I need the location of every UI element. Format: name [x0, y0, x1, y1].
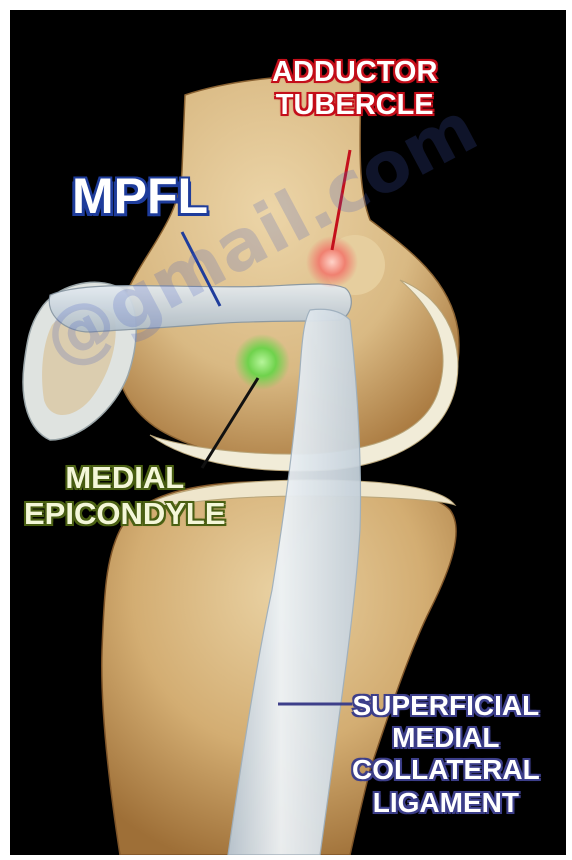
- adductor-tubercle-label-line-1: ADDUCTOR: [272, 56, 437, 89]
- superficial-mcl-label: SUPERFICIAL MEDIAL COLLATERAL LIGAMENT: [352, 690, 540, 819]
- superficial-mcl-label-line-3: COLLATERAL: [352, 754, 540, 786]
- superficial-mcl-label-line-1: SUPERFICIAL: [352, 690, 540, 722]
- medial-epicondyle-marker: [234, 334, 290, 390]
- illustration-frame: @gmail.com ADDUCTOR TUBERCLE MPFL MEDIAL…: [10, 10, 566, 855]
- superficial-mcl-label-line-2: MEDIAL: [352, 722, 540, 754]
- adductor-tubercle-label: ADDUCTOR TUBERCLE: [272, 56, 437, 123]
- adductor-tubercle-label-line-2: TUBERCLE: [272, 89, 437, 122]
- medial-epicondyle-label-line-2: EPICONDYLE: [24, 496, 226, 532]
- superficial-mcl-label-line-4: LIGAMENT: [352, 787, 540, 819]
- mpfl-label: MPFL: [72, 168, 208, 226]
- medial-epicondyle-label-line-1: MEDIAL: [24, 460, 226, 496]
- medial-epicondyle-label: MEDIAL EPICONDYLE: [24, 460, 226, 531]
